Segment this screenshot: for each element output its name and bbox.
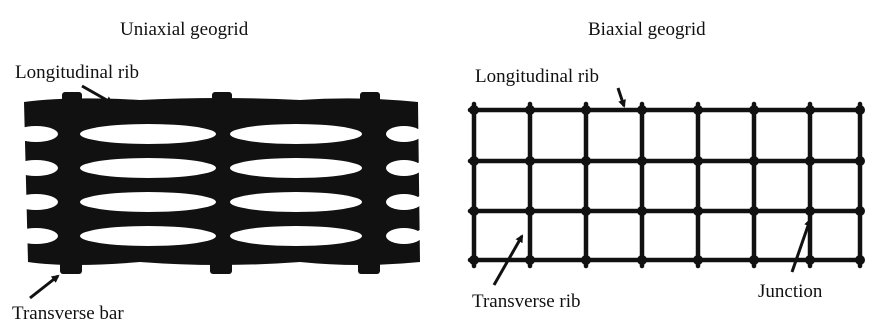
uniaxial-longitudinal-rib-arrow xyxy=(81,84,114,105)
biaxial-junction-label: Junction xyxy=(758,281,823,302)
biaxial-panel: Biaxial geogrid Long xyxy=(467,19,865,312)
uniaxial-panel: Uniaxial geogrid xyxy=(12,19,424,324)
uniaxial-grid-body xyxy=(24,98,420,265)
biaxial-junction-arrow xyxy=(790,218,812,273)
uniaxial-title: Uniaxial geogrid xyxy=(120,19,249,40)
transverse-bar-bump xyxy=(360,92,380,104)
biaxial-transverse-rib-arrow xyxy=(492,234,524,286)
biaxial-junctions xyxy=(469,105,865,265)
uniaxial-transverse-bar-arrow xyxy=(29,274,60,300)
transverse-bar-bump xyxy=(210,260,232,274)
uniaxial-apertures xyxy=(14,124,422,246)
transverse-bar-bump xyxy=(212,92,232,104)
biaxial-longitudinal-rib-arrow xyxy=(616,87,626,108)
transverse-bar-bump xyxy=(358,260,380,274)
uniaxial-transverse-bar-label: Transverse bar xyxy=(12,303,124,324)
biaxial-transverse-rib-label: Transverse rib xyxy=(472,291,581,312)
biaxial-longitudinal-rib-label: Longitudinal rib xyxy=(475,66,599,87)
uniaxial-grid xyxy=(14,92,424,274)
biaxial-title: Biaxial geogrid xyxy=(588,19,706,40)
transverse-bar-bump xyxy=(62,92,82,104)
uniaxial-longitudinal-rib-label: Longitudinal rib xyxy=(15,62,139,83)
transverse-bar-bump xyxy=(60,260,82,274)
